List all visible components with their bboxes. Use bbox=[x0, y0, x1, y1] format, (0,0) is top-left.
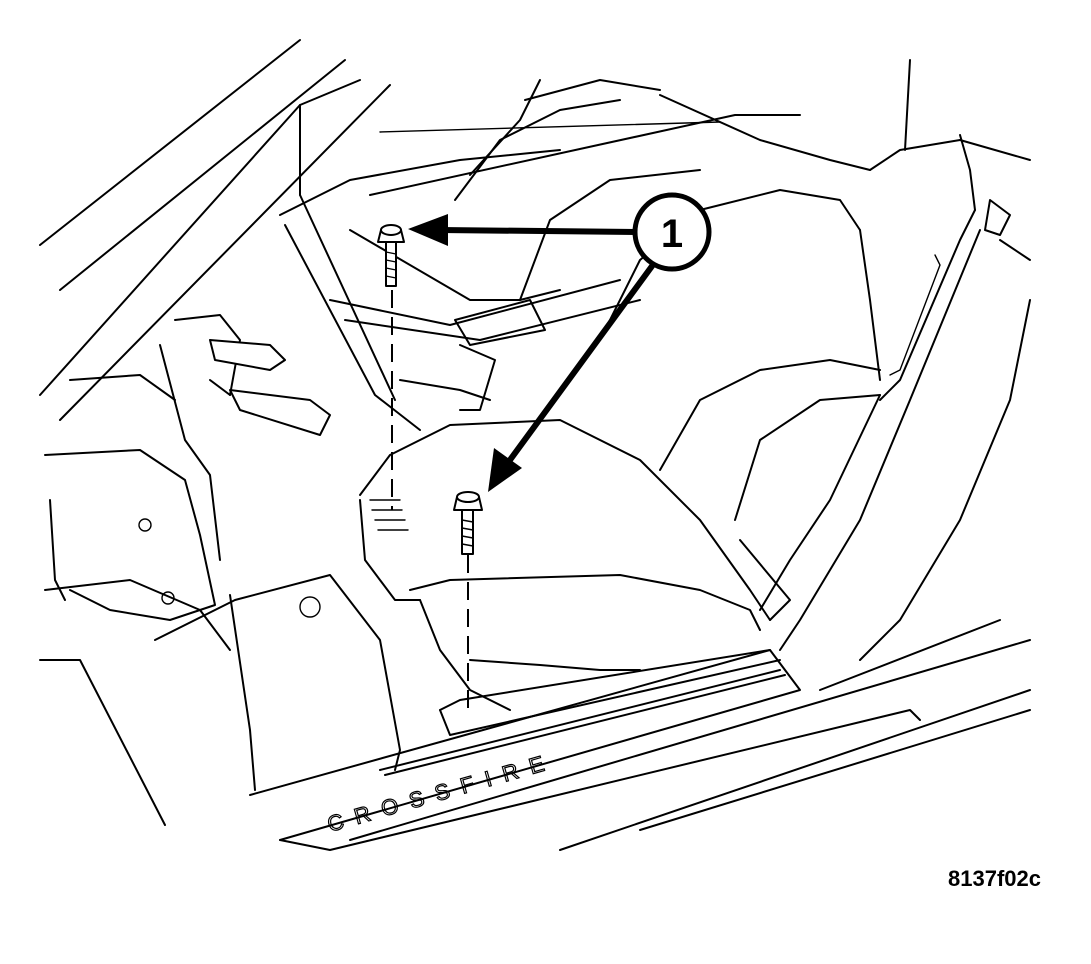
bolt-alignment-lines bbox=[391, 290, 469, 710]
seat-bolt-rear bbox=[377, 224, 405, 287]
figure-code: 8137f02c bbox=[948, 866, 1041, 891]
arrow-head-rear-bolt-icon bbox=[408, 214, 448, 246]
seat-bolt-front bbox=[453, 491, 483, 555]
left-trim-panel bbox=[39, 449, 231, 826]
right-pillar bbox=[779, 139, 1031, 661]
floor-controls bbox=[69, 314, 331, 561]
seat bbox=[359, 59, 976, 711]
callout-1: 1 bbox=[632, 192, 712, 272]
center-console bbox=[279, 114, 801, 431]
door-frame bbox=[39, 39, 396, 421]
callout-number: 1 bbox=[661, 212, 683, 256]
arrow-head-front-bolt-icon bbox=[488, 448, 522, 492]
callout-arrows bbox=[408, 214, 658, 492]
door-sill: CROSSFIRE bbox=[249, 619, 1031, 851]
